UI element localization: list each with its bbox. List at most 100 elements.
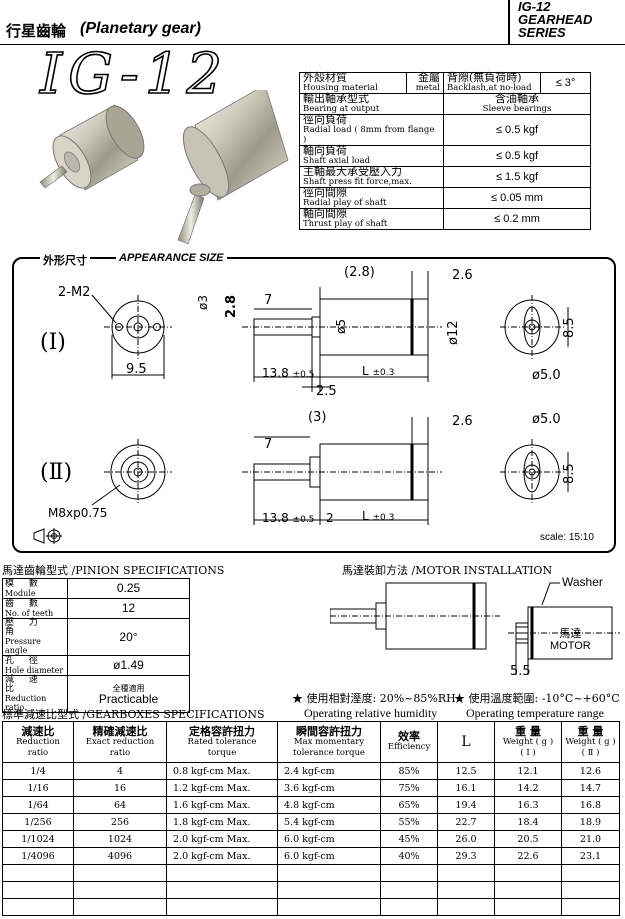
dim-L-b: L ±0.3 [362,509,395,523]
spec-axial-load-en: Shaft axial load [303,156,371,166]
table-cell [437,864,495,882]
pinion-module-value: 0.25 [67,578,190,599]
pinion-title: 馬達齒輪型式 /PINION SPECIFICATIONS [2,564,225,577]
table-cell [2,898,74,916]
table-cell: 18.4 [494,813,562,831]
table-cell: 2.0 kgf-cm Max. [166,830,278,848]
table-cell [73,898,167,916]
spec-backlash-label: 背隙(無負荷時) Backlash,at no-load [443,72,541,94]
pinion-pressure-zh: 壓 力 角 [5,618,44,637]
pinion-teeth-value: 12 [67,598,190,619]
spec-backlash-value: ≤ 3° [540,72,591,94]
table-cell: 85% [380,762,438,780]
spec-housing-value: 金屬 metal [406,71,444,94]
table-cell: 4.8 kgf-cm [277,796,381,814]
motor-label-zh: 馬達 [559,627,582,640]
table-cell: 55% [380,813,438,831]
pinion-module-en: Module [5,588,36,598]
gb-header-L: L [437,721,495,763]
temperature-condition: ★ 使用溫度範圍: -10°C~+60°C Operating temperat… [454,690,620,721]
table-cell: 1024 [73,830,167,848]
installation-title: 馬達裝卸方法 /MOTOR INSTALLATION [342,564,553,577]
dim-2-m2: 2-M2 [58,285,91,300]
model-name: IG-12 [39,41,229,108]
table-cell: 2.4 kgf-cm [277,762,381,780]
type1-side-view [242,271,442,392]
table-cell: 18.9 [561,813,620,831]
spec-radial-load-zh: 徑向負荷 [303,113,347,126]
header-rule [0,44,625,45]
table-cell: 12.5 [437,762,495,780]
spec-thrust-play-label: 軸向間隙 Thrust play of shaft [299,208,444,230]
spec-press-fit-label: 主軸最大承受壓入力 Shaft press fit force,max. [299,166,444,188]
table-cell: 1/16 [2,779,74,797]
table-cell: 75% [380,779,438,797]
spec-axial-load-value: ≤ 0.5 kgf [443,145,591,167]
pinion-hole-zh: 孔 徑 [5,655,44,666]
temperature-en: Operating temperature range [466,706,604,720]
table-cell [2,864,74,882]
table-cell: 45% [380,830,438,848]
spec-bearing-en: Bearing at output [303,104,380,114]
dim-2-6-a: 2.6 [452,268,473,283]
table-cell [561,881,620,899]
spec-thrust-play-value: ≤ 0.2 mm [443,208,591,230]
table-cell [437,881,495,899]
washer-label: Washer [562,575,603,589]
installation-drawing [330,582,620,675]
table-cell: 1.6 kgf-cm Max. [166,796,278,814]
motor-photo-right [177,90,289,245]
table-cell: 1.8 kgf-cm Max. [166,813,278,831]
table-cell: 22.6 [494,847,562,865]
table-cell: 12.1 [494,762,562,780]
table-cell [437,898,495,916]
series-line-2: GEARHEAD [518,12,593,27]
series-divider [508,0,510,44]
table-cell: 21.0 [561,830,620,848]
table-cell: 16.1 [437,779,495,797]
table-cell: 40% [380,847,438,865]
table-cell [380,864,438,882]
table-cell: 16 [73,779,167,797]
table-cell: 64 [73,796,167,814]
humidity-condition: ★ 使用相對溼度: 20%~85%RH Operating relative h… [292,690,456,721]
table-cell: 12.6 [561,762,620,780]
type2-side-view [242,417,442,525]
table-cell: 20.5 [494,830,562,848]
type2-label: (Ⅱ) [40,460,73,485]
appearance-frame [12,257,616,553]
table-cell: 16.3 [494,796,562,814]
spec-radial-play-en: Radial play of shaft [303,198,387,208]
spec-housing-label: 外殼材質 Housing material [299,72,407,94]
dim-9-5: 9.5 [126,362,147,377]
spec-press-fit-en: Shaft press fit force,max. [303,177,412,187]
table-cell [73,881,167,899]
dim-d3-a: ø3 [196,295,210,310]
table-cell: 2.0 kgf-cm Max. [166,847,278,865]
pinion-reduction-zh: 減 速 比 [5,675,44,694]
table-cell [561,898,620,916]
table-cell: 26.0 [437,830,495,848]
dim-d5-0-b: ø5.0 [532,412,561,427]
table-cell: 23.1 [561,847,620,865]
humidity-zh: ★ 使用相對溼度: 20%~85%RH [292,692,456,705]
appearance-title-zh: 外形尺寸 [40,252,90,268]
spec-housing-value-zh: 金屬 [418,71,440,84]
dim-d12-a: ø12 [446,320,461,346]
header-title-en: (Planetary gear) [80,20,201,37]
appearance-title-en: APPEARANCE SIZE [116,252,227,264]
gearhead-photo [39,90,289,245]
spec-thrust-play-en: Thrust play of shaft [303,219,388,229]
table-cell: 1/256 [2,813,74,831]
dim-2-b: 2 [326,511,334,525]
